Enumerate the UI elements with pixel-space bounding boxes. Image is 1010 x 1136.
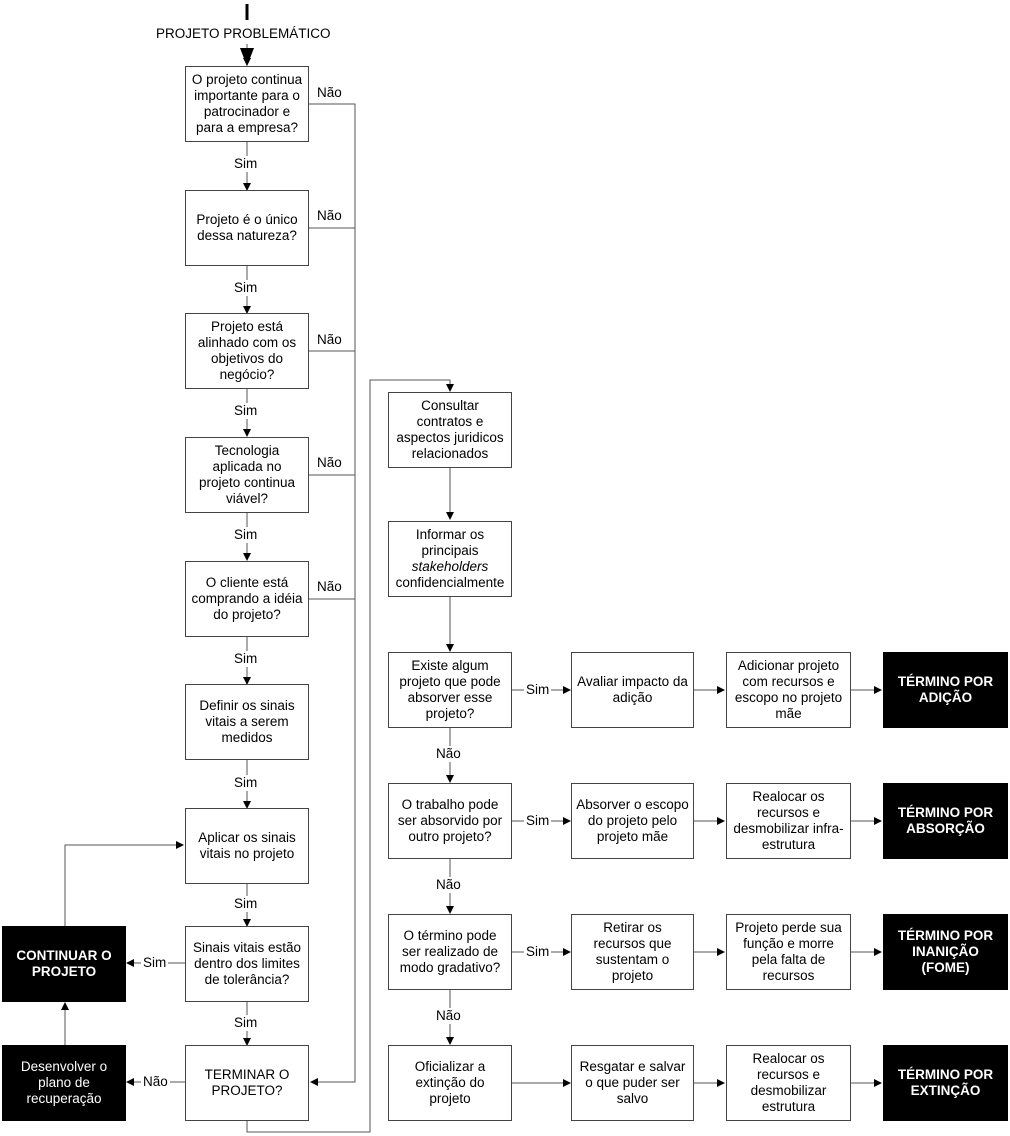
question-unique: Projeto é o único dessa natureza?: [185, 190, 309, 266]
label-yes-2: Sim: [232, 280, 260, 296]
question-technology: Tecnologia aplicada no projeto continua …: [185, 437, 309, 513]
step-define-vitals: Definir os sinais vitais a serem medidos: [185, 684, 309, 760]
label-no-recovery: Não: [141, 1074, 170, 1090]
question-absorb-project: Existe algum projeto que pode absorver e…: [388, 652, 512, 728]
inform-line-2: stakeholders: [411, 559, 489, 574]
label-yes-4: Sim: [232, 527, 260, 543]
step-reallocate-infra: Realocar os recursos e desmobilizar infr…: [726, 783, 851, 859]
step-remove-resources: Retirar os recursos que sustentam o proj…: [571, 914, 694, 990]
label-no-r3: Não: [434, 1008, 463, 1024]
step-officialize-extinction: Oficializar a extinção do projeto: [388, 1045, 512, 1121]
label-yes-6: Sim: [232, 775, 260, 791]
step-add-project: Adicionar projeto com recursos e escopo …: [726, 652, 851, 728]
label-yes-1: Sim: [232, 156, 260, 172]
step-recovery-plan: Desenvolver o plano de recuperação: [2, 1045, 126, 1121]
step-evaluate-impact: Avaliar impacto da adição: [571, 652, 694, 728]
question-absorb-work: O trabalho pode ser absorvido por outro …: [388, 783, 512, 859]
end-continue-project: CONTINUAR O PROJETO: [2, 926, 126, 1002]
label-yes-7: Sim: [232, 896, 260, 912]
step-inform-stakeholders: Informar os principais stakeholders conf…: [388, 521, 512, 597]
label-no-1: Não: [315, 85, 344, 101]
step-project-dies: Projeto perde sua função e morre pela fa…: [726, 914, 851, 990]
question-tolerance: Sinais vitais estão dentro dos limites d…: [185, 926, 309, 1002]
step-absorb-scope: Absorver o escopo do projeto pelo projet…: [571, 783, 694, 859]
label-no-r2: Não: [434, 877, 463, 893]
label-no-2: Não: [315, 208, 344, 224]
start-arrow: [240, 48, 254, 66]
label-no-4: Não: [315, 455, 344, 471]
label-yes-r3: Sim: [524, 944, 552, 960]
end-addition: TÉRMINO POR ADIÇÃO: [883, 652, 1008, 728]
label-yes-r1: Sim: [524, 682, 552, 698]
inform-line-1: Informar os principais: [415, 527, 485, 558]
question-aligned: Projeto está alinhado com os objetivos d…: [185, 313, 309, 389]
label-yes-continue: Sim: [141, 955, 169, 971]
step-apply-vitals: Aplicar os sinais vitais no projeto: [185, 808, 309, 884]
label-yes-r2: Sim: [524, 813, 552, 829]
question-gradual: O término pode ser realizado de modo gra…: [388, 914, 512, 990]
question-importance: O projeto continua importante para o pat…: [185, 66, 309, 142]
start-label: PROJETO PROBLEMÁTICO: [156, 26, 331, 41]
step-reallocate-structure: Realocar os recursos e desmobilizar estr…: [726, 1045, 851, 1121]
question-terminate: TERMINAR O PROJETO?: [185, 1045, 309, 1121]
step-rescue-save: Resgatar e salvar o que puder ser salvo: [571, 1045, 694, 1121]
end-starvation: TÉRMINO POR INANIÇÃO (FOME): [883, 914, 1008, 990]
step-consult-contracts: Consultar contratos e aspectos juridicos…: [388, 392, 512, 468]
label-no-3: Não: [315, 332, 344, 348]
label-no-5: Não: [315, 579, 344, 595]
end-absorption: TÉRMINO POR ABSORÇÃO: [883, 783, 1008, 859]
question-client: O cliente está comprando a idéia do proj…: [185, 561, 309, 637]
label-yes-5: Sim: [232, 651, 260, 667]
label-yes-8: Sim: [232, 1015, 260, 1031]
label-yes-3: Sim: [232, 403, 260, 419]
label-no-r1: Não: [434, 746, 463, 762]
inform-line-3: confidencialmente: [395, 575, 505, 590]
end-extinction: TÉRMINO POR EXTINÇÃO: [883, 1045, 1008, 1121]
